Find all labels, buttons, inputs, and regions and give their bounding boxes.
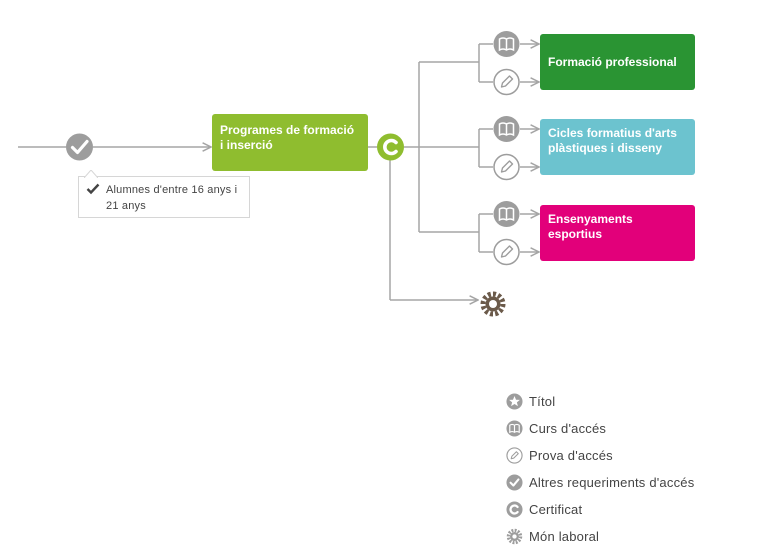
legend-item-altres-requeriments: Altres requeriments d'accés xyxy=(506,469,694,496)
formacio-professional-label: Formació professional xyxy=(548,54,677,69)
book-icon xyxy=(493,201,520,227)
programes-formacio-box[interactable]: Programes de formació i inserció xyxy=(212,114,368,171)
check-icon xyxy=(66,133,93,161)
ensenyaments-esportius-label: Ensenyaments esportius xyxy=(548,212,633,241)
book-icon xyxy=(506,420,523,437)
cicles-formatius-box[interactable]: Cicles formatius d'arts plàstiques i dis… xyxy=(540,119,695,175)
gear-icon xyxy=(480,291,506,317)
requirement-tooltip: Alumnes d'entre 16 anys i 21 anys xyxy=(78,170,250,218)
formacio-professional-box[interactable]: Formació professional xyxy=(540,34,695,90)
certificate-icon xyxy=(506,501,523,518)
legend-label: Títol xyxy=(529,394,556,409)
book-icon xyxy=(493,116,520,142)
legend-item-titol: Títol xyxy=(506,388,694,415)
book-icon xyxy=(493,31,520,57)
ensenyaments-esportius-box[interactable]: Ensenyaments esportius xyxy=(540,205,695,261)
pencil-icon xyxy=(493,68,520,96)
legend-item-certificat: Certificat xyxy=(506,496,694,523)
cicles-formatius-label: Cicles formatius d'arts plàstiques i dis… xyxy=(548,126,677,155)
certificate-icon xyxy=(377,133,404,161)
gear-icon xyxy=(506,528,523,545)
legend-label: Certificat xyxy=(529,502,583,517)
pencil-icon xyxy=(493,153,520,181)
connector-lines xyxy=(18,44,539,300)
legend: Títol Curs d'accés Prova d'accés Altres … xyxy=(506,388,694,550)
tooltip-notch xyxy=(84,170,98,178)
programes-formacio-label: Programes de formació i inserció xyxy=(220,123,355,152)
check-mark-icon xyxy=(86,183,100,195)
legend-label: Altres requeriments d'accés xyxy=(529,475,695,490)
legend-item-mon-laboral: Món laboral xyxy=(506,523,694,550)
star-icon xyxy=(506,393,523,410)
check-icon xyxy=(506,474,523,491)
legend-item-prova-acces: Prova d'accés xyxy=(506,442,694,469)
legend-label: Curs d'accés xyxy=(529,421,607,436)
legend-item-curs-acces: Curs d'accés xyxy=(506,415,694,442)
pencil-icon xyxy=(506,447,523,464)
legend-label: Prova d'accés xyxy=(529,448,613,463)
pencil-icon xyxy=(493,238,520,266)
requirement-text: Alumnes d'entre 16 anys i 21 anys xyxy=(106,184,238,212)
legend-label: Món laboral xyxy=(529,529,600,544)
